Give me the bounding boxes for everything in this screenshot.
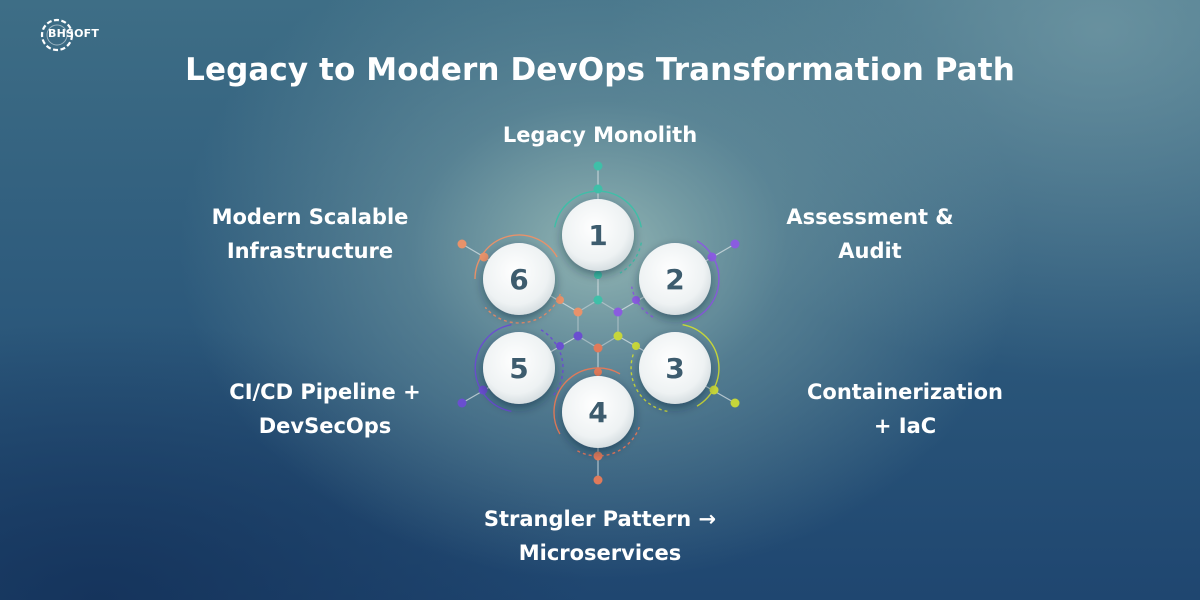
- step-2-disc: 2: [631, 240, 720, 323]
- step-3-circle: [639, 332, 711, 404]
- step-6-ring-arc: [484, 293, 561, 324]
- step-4-ring-arc: [575, 426, 640, 457]
- step-4-ring-arc: [553, 367, 621, 435]
- step-6-number: 6: [509, 263, 528, 296]
- step-6-disc: 6: [474, 234, 561, 324]
- step-3-ring-arc: [682, 324, 720, 407]
- step-4-disc: 4: [553, 367, 640, 457]
- step-1-number: 1: [588, 219, 607, 252]
- step-6-ring-arc: [474, 234, 558, 280]
- brand-name: BHSOFT: [48, 27, 100, 40]
- step-3-label: Containerization + IaC: [807, 380, 1003, 438]
- step-2-label: Assessment & Audit: [786, 205, 954, 263]
- step-3-disc: 3: [630, 324, 720, 412]
- step-1-ring-arc: [619, 242, 642, 274]
- brand-logo: BHSOFT: [40, 16, 110, 54]
- step-4-number: 4: [588, 396, 607, 429]
- step-2-number: 2: [665, 263, 684, 296]
- step-5-number: 5: [509, 352, 528, 385]
- step-5-circle: [483, 332, 555, 404]
- step-2-circle: [639, 243, 711, 315]
- step-5-ring-arc: [540, 329, 564, 397]
- step-6-label: Modern Scalable Infrastructure: [211, 205, 409, 263]
- page-title: Legacy to Modern DevOps Transformation P…: [185, 52, 1015, 88]
- logo-globe-icon: [40, 18, 74, 52]
- step-1-disc: 1: [554, 190, 642, 274]
- step-5-label: CI/CD Pipeline + DevSecOps: [229, 380, 421, 438]
- step-1-label: Legacy Monolith: [502, 123, 698, 147]
- step-1-circle: [562, 199, 634, 271]
- center-hexagon: [577, 299, 619, 349]
- connector-step-4: [593, 343, 603, 485]
- step-6-circle: [483, 243, 555, 315]
- step-4-circle: [562, 376, 634, 448]
- step-5-disc: 5: [474, 324, 564, 412]
- step-1-ring-arc: [554, 190, 642, 228]
- step-4-label: Strangler Pattern → Microservices: [483, 507, 717, 565]
- step-3-number: 3: [665, 352, 684, 385]
- step-5-ring-arc: [474, 324, 512, 412]
- step-3-ring-arc: [630, 352, 668, 412]
- step-2-ring-arc: [631, 286, 654, 318]
- step-2-ring-arc: [682, 240, 720, 323]
